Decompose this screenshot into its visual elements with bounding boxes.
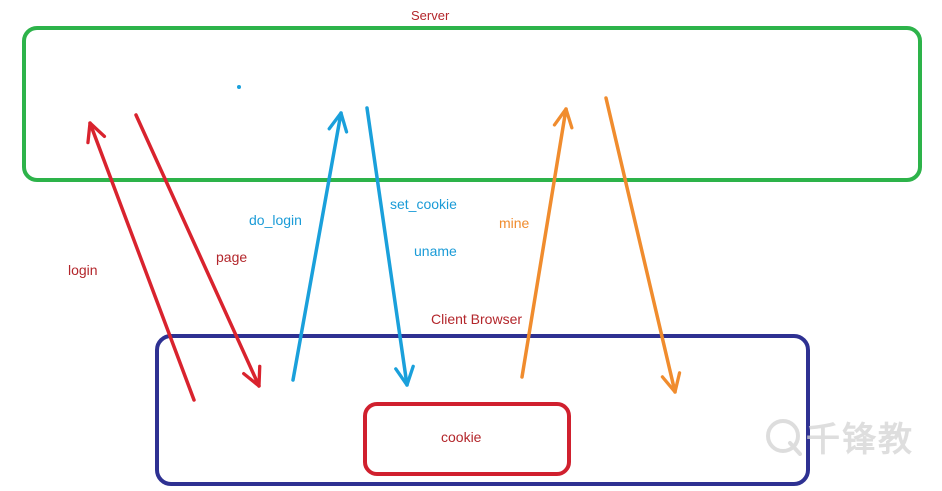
mine-request-arrow bbox=[520, 107, 574, 379]
mine-label: mine bbox=[499, 215, 530, 231]
uname-label: uname bbox=[414, 243, 457, 259]
qianfeng-watermark: 千锋教 bbox=[806, 421, 914, 459]
cookie-label: cookie bbox=[441, 429, 482, 445]
mine-response-arrow bbox=[604, 96, 682, 394]
cookie-box bbox=[363, 402, 571, 476]
stray-dot bbox=[237, 85, 241, 89]
qianfeng-logo-icon bbox=[766, 419, 802, 456]
client-browser-label: Client Browser bbox=[431, 311, 523, 327]
do-login-label: do_login bbox=[249, 212, 302, 228]
set-cookie-label: set_cookie bbox=[390, 196, 457, 212]
set-cookie-arrow bbox=[365, 106, 415, 387]
do-login-arrow bbox=[291, 111, 349, 382]
server-label: Server bbox=[411, 8, 450, 23]
login-label: login bbox=[68, 262, 98, 278]
client-browser-box bbox=[155, 334, 810, 486]
login-arrow bbox=[86, 121, 196, 402]
server-box bbox=[22, 26, 922, 182]
page-label: page bbox=[216, 249, 248, 265]
page-arrow bbox=[134, 113, 262, 388]
